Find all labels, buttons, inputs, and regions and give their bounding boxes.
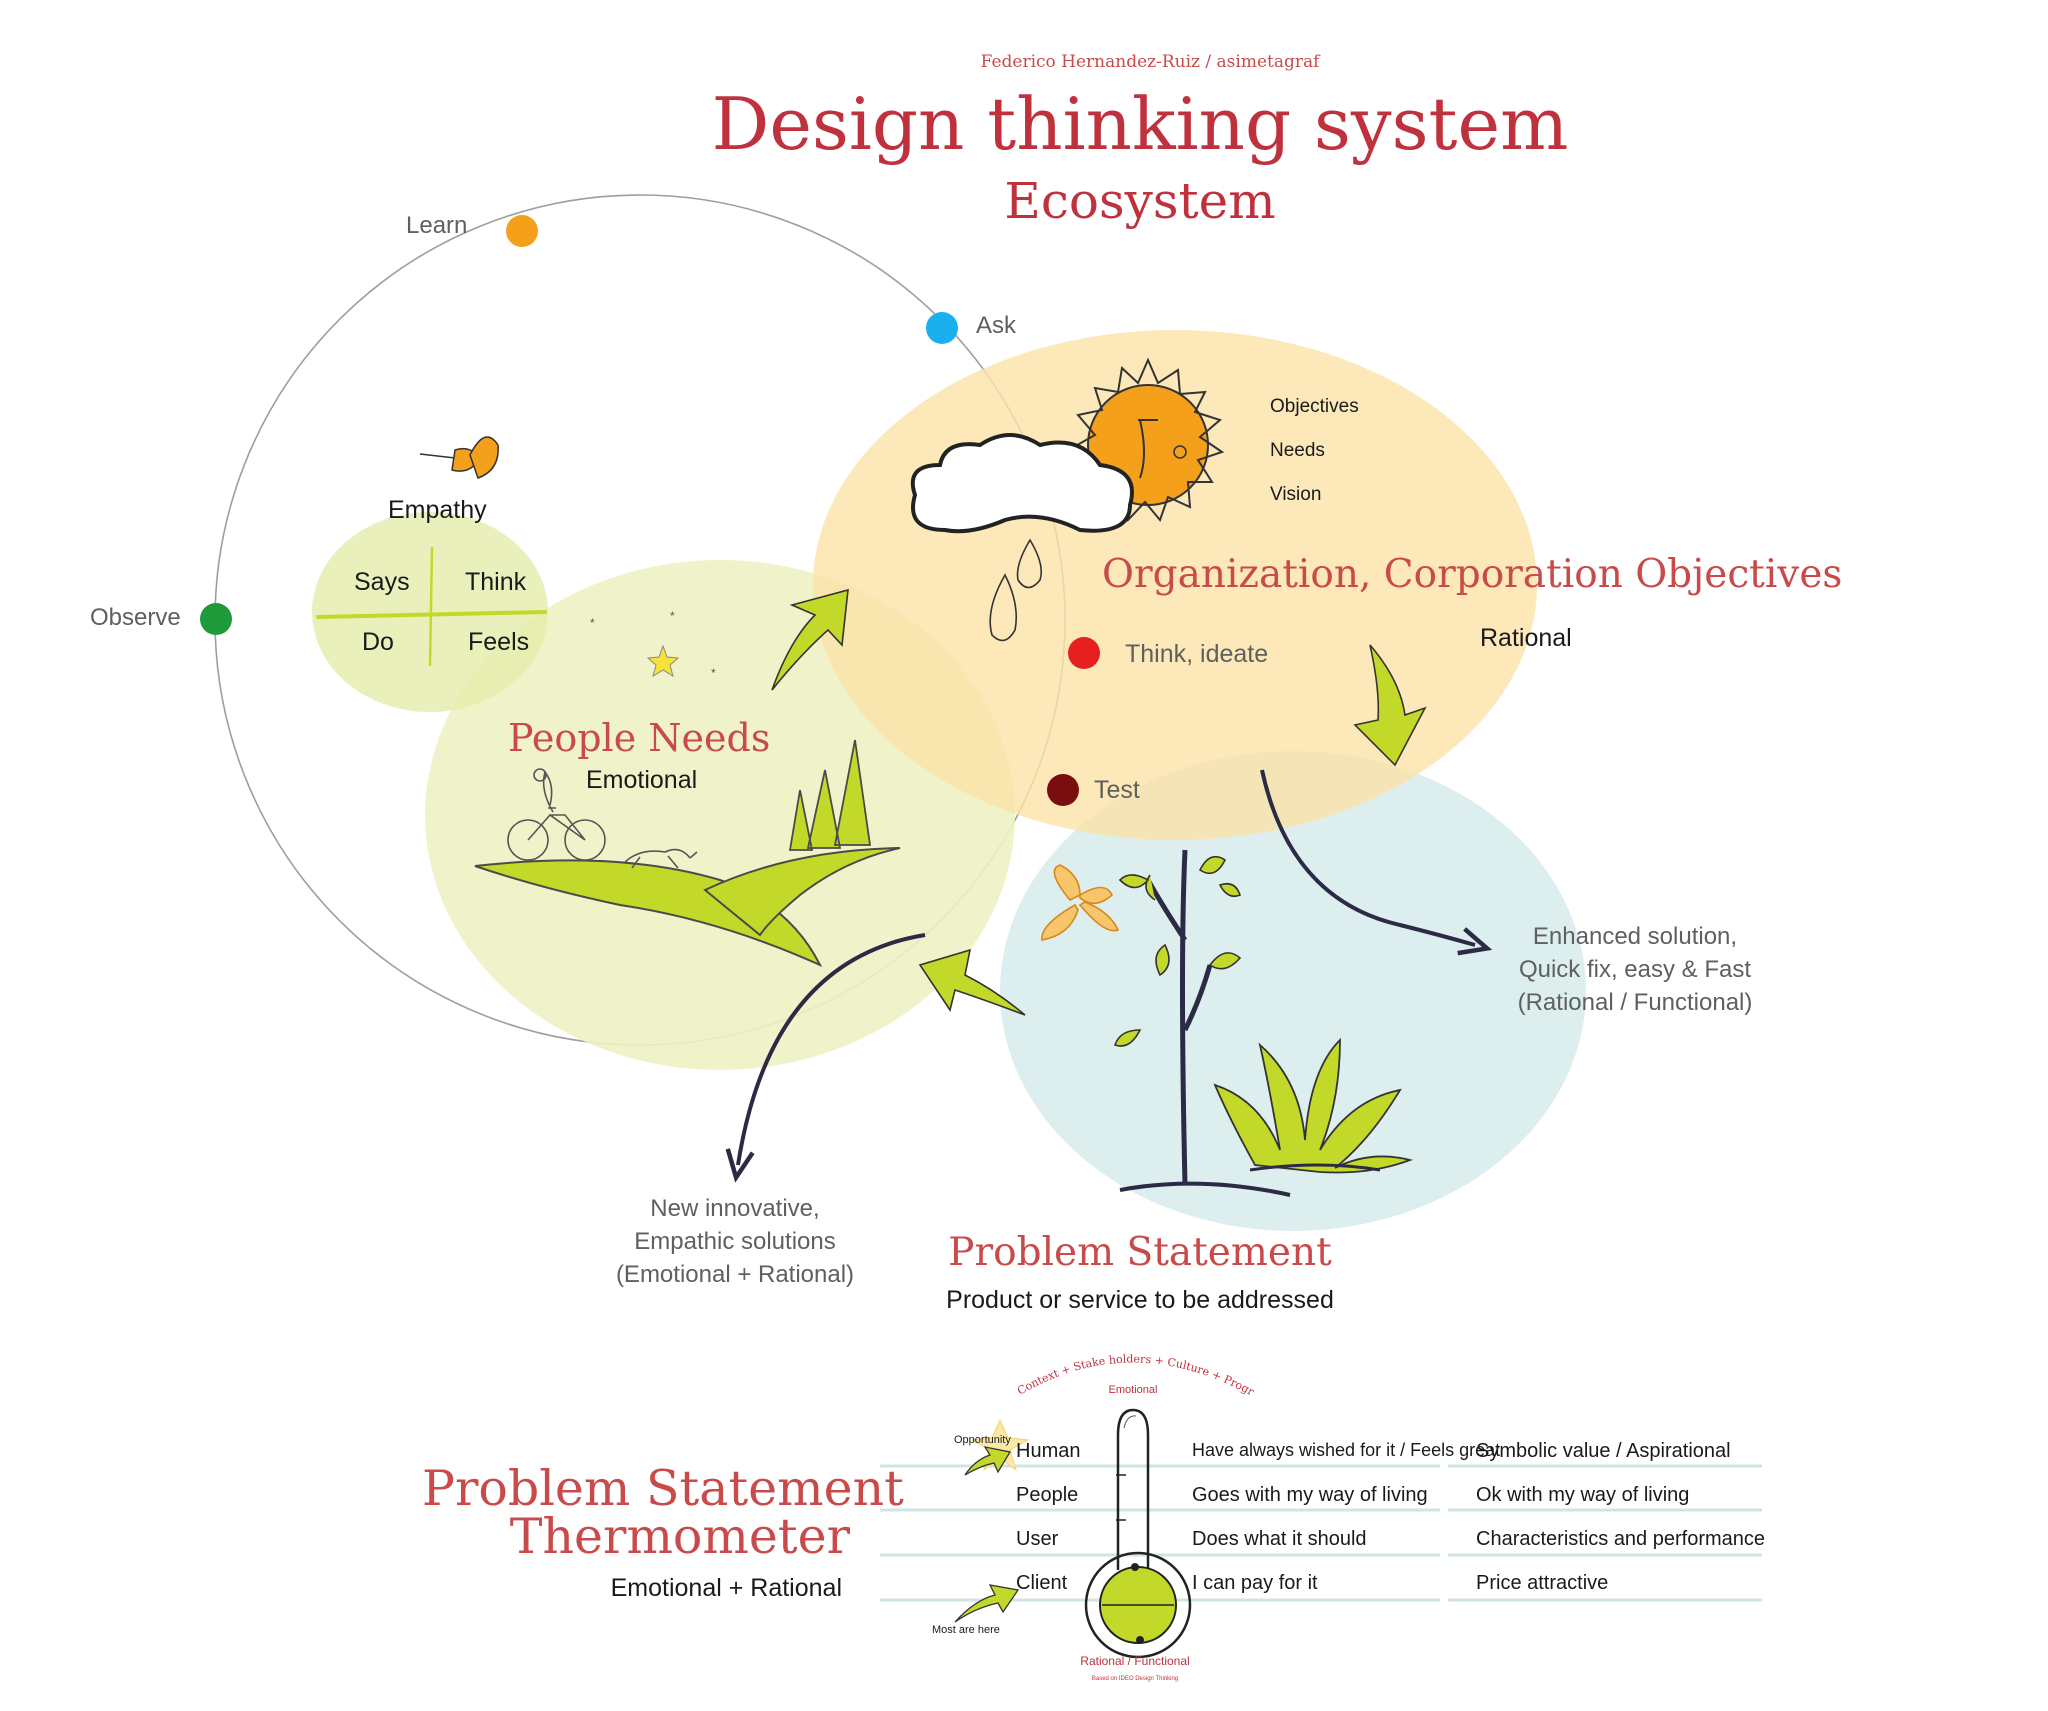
plant-illustration: [1113, 849, 1291, 1197]
test-dot: [1047, 774, 1079, 806]
statement-user: Does what it should: [1192, 1528, 1367, 1550]
statement-human: Have always wished for it / Feels great: [1192, 1440, 1501, 1460]
empathy-vertical-line: [428, 546, 434, 667]
small-green-arrow-icon: [954, 1446, 1020, 1623]
empathy-think: Think: [465, 568, 527, 596]
grass-illustration: [1213, 1037, 1414, 1174]
empathy-says: Says: [354, 568, 410, 596]
enhanced-line-1: Enhanced solution,: [1532, 923, 1738, 950]
observe-dot: [200, 603, 232, 635]
think-ideate-label: Think, ideate: [1125, 640, 1269, 668]
star-icon: * * *: [590, 609, 716, 680]
value-user: Characteristics and performance: [1476, 1528, 1766, 1550]
enhanced-solution-text: Enhanced solution, Quick fix, easy & Fas…: [1480, 920, 1790, 1019]
green-arrow-icon: [771, 588, 1427, 1016]
level-people: People: [1016, 1484, 1079, 1506]
organization-subtitle: Rational: [1480, 624, 1572, 652]
value-people: Ok with my way of living: [1476, 1484, 1690, 1506]
thermometer-bottom-label: Rational / Functional: [1080, 1654, 1190, 1668]
statement-people: Goes with my way of living: [1192, 1484, 1428, 1506]
thermometer-top-label: Emotional: [1108, 1384, 1158, 1396]
raindrop-icon: [989, 538, 1043, 642]
enhanced-line-2: Quick fix, easy & Fast: [1518, 956, 1752, 983]
enhanced-line-3: (Rational / Functional): [1517, 989, 1753, 1016]
level-client: Client: [1016, 1572, 1068, 1594]
people-needs-subtitle: Emotional: [586, 766, 698, 794]
cloud-icon: [910, 433, 1134, 534]
svg-text:*: *: [711, 666, 716, 680]
value-client: Price attractive: [1476, 1572, 1609, 1594]
org-item-needs: Needs: [1270, 440, 1325, 461]
empathy-feels: Feels: [468, 628, 530, 656]
dog-icon: [624, 848, 698, 869]
org-item-objectives: Objectives: [1270, 396, 1359, 417]
people-needs-title: People Needs: [508, 716, 771, 760]
level-human: Human: [1016, 1440, 1081, 1462]
svg-text:*: *: [670, 609, 675, 623]
empathy-title: Empathy: [388, 496, 487, 524]
empathy-do: Do: [362, 628, 394, 656]
statement-client: I can pay for it: [1192, 1572, 1318, 1594]
innovative-solution-text: New innovative, Empathic solutions (Emot…: [590, 1192, 880, 1291]
level-user: User: [1016, 1528, 1059, 1550]
value-human: Symbolic value / Aspirational: [1476, 1440, 1731, 1462]
ask-dot: [926, 312, 958, 344]
bird-icon: [419, 436, 499, 479]
organization-title: Organization, Corporation Objectives: [1102, 552, 1843, 597]
learn-dot: [506, 215, 538, 247]
bicycle-icon: [507, 768, 606, 861]
innovative-solution-arrow: [725, 933, 926, 1183]
thermometer-title-line2: Thermometer: [509, 1508, 850, 1565]
butterfly-icon: [1041, 864, 1120, 941]
problem-statement-subtitle: Product or service to be addressed: [946, 1286, 1334, 1314]
enhanced-solution-arrow: [1260, 769, 1493, 956]
thermometer-subtitle: Emotional + Rational: [610, 1574, 842, 1602]
svg-text:*: *: [590, 616, 595, 630]
most-are-here-label: Most are here: [932, 1624, 1000, 1636]
thermometer-credit: Based on IDEO Design Thinking: [1091, 1676, 1179, 1682]
learn-label: Learn: [406, 212, 468, 239]
innovative-line-1: New innovative,: [650, 1195, 820, 1222]
think-dot: [1068, 637, 1100, 669]
thermometer-lines: [880, 1464, 1762, 1602]
observe-label: Observe: [90, 604, 181, 631]
ask-label: Ask: [976, 312, 1017, 339]
innovative-line-3: (Emotional + Rational): [615, 1261, 855, 1288]
org-item-vision: Vision: [1270, 484, 1322, 505]
opportunity-label: Opportunity: [954, 1434, 1011, 1446]
innovative-line-2: Empathic solutions: [634, 1228, 836, 1255]
problem-statement-circle: [1000, 751, 1586, 1231]
hill-illustration: [474, 739, 901, 968]
test-label: Test: [1094, 776, 1140, 804]
page-title: Design thinking system: [711, 82, 1569, 166]
author-credit: Federico Hernandez-Ruiz / asimetagraf: [980, 52, 1320, 72]
page-subtitle: Ecosystem: [1004, 172, 1276, 230]
problem-statement-title: Problem Statement: [948, 1230, 1332, 1275]
thermometer-icon: [1084, 1408, 1192, 1659]
thermometer-title-line1: Problem Statement: [422, 1460, 904, 1517]
